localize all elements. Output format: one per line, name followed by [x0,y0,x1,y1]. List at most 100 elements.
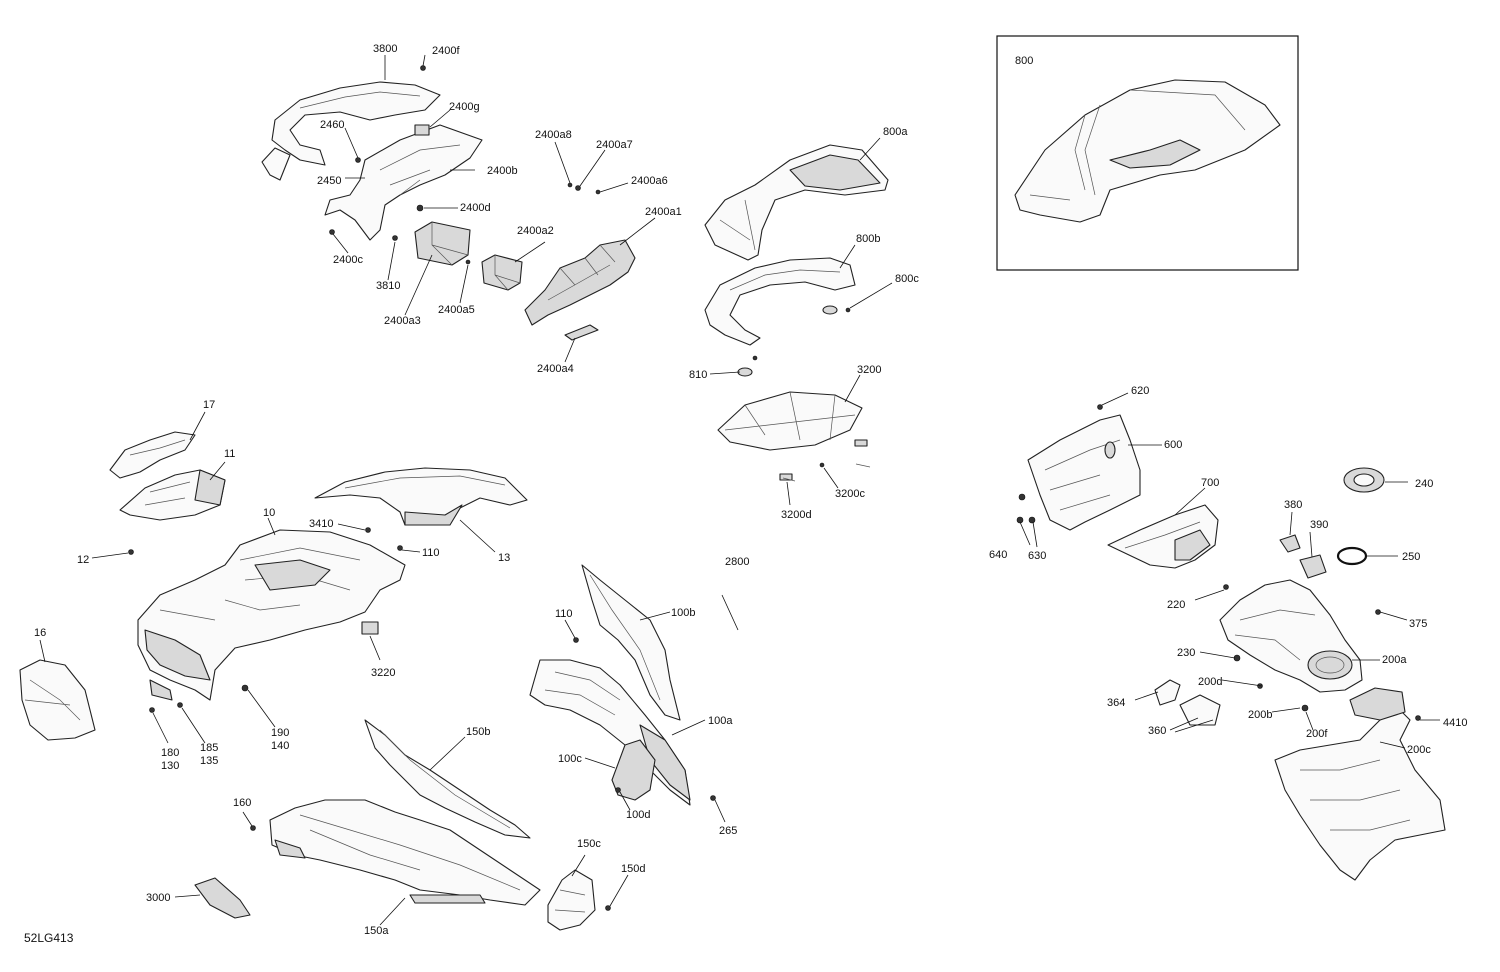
callout-2400a5: 2400a5 [438,304,475,316]
callout-135: 135 [200,755,218,767]
callout-220: 220 [1167,599,1185,611]
callout-200b: 200b [1248,709,1272,721]
document-id: 52LG413 [24,931,74,945]
callout-190: 190 [271,727,289,739]
callout-2450: 2450 [317,175,341,187]
callout-380: 380 [1284,499,1302,511]
callout-360: 360 [1148,725,1166,737]
part-10 [137,529,406,701]
callout-3200d: 3200d [781,509,812,521]
callout-13: 13 [498,552,510,564]
callout-3800: 3800 [373,43,397,55]
part-13 [314,467,528,526]
part-800b [704,257,856,377]
callout-265: 265 [719,825,737,837]
callout-2400d: 2400d [460,202,491,214]
callout-2400a4: 2400a4 [537,363,574,375]
part-3200 [717,391,868,481]
callout-labels: 3800 2400f 2400g 2460 2400b 2450 2400d 2… [34,43,1467,937]
callout-100a: 100a [708,715,733,727]
callout-200c: 200c [1407,744,1431,756]
callout-3410: 3410 [309,518,333,530]
part-2400b [324,124,483,241]
part-800a [704,144,889,261]
callout-10: 10 [263,507,275,519]
callout-800c: 800c [895,273,919,285]
part-364 [1154,679,1181,706]
callout-100b: 100b [671,607,695,619]
callout-390: 390 [1310,519,1328,531]
part-360 [1179,694,1221,726]
part-150a [269,799,541,906]
callout-630: 630 [1028,550,1046,562]
callout-150b: 150b [466,726,490,738]
leader-lines [39,54,1440,926]
callout-700: 700 [1201,477,1219,489]
callout-364: 364 [1107,697,1125,709]
callout-2460: 2460 [320,119,344,131]
callout-2400a3: 2400a3 [384,315,421,327]
callout-150c: 150c [577,838,601,850]
callout-3200: 3200 [857,364,881,376]
callout-2400c: 2400c [333,254,363,266]
callout-2800: 2800 [725,556,749,568]
callout-230: 230 [1177,647,1195,659]
callout-16: 16 [34,627,46,639]
part-100c [611,739,656,801]
callout-4410: 4410 [1443,717,1467,729]
part-150c [547,869,596,931]
part-390 [1299,554,1327,579]
callout-2400a6: 2400a6 [631,175,668,187]
callout-375: 375 [1409,618,1427,630]
part-2400a2 [481,254,523,291]
callout-810: 810 [689,369,707,381]
part-200c [1274,687,1446,881]
callout-3200c: 3200c [835,488,865,500]
part-2400a3 [414,221,471,266]
part-11 [119,469,226,521]
callout-640: 640 [989,549,1007,561]
callout-100d: 100d [626,809,650,821]
callout-140: 140 [271,740,289,752]
part-3800 [261,81,441,181]
callout-2400a1: 2400a1 [645,206,682,218]
callout-620: 620 [1131,385,1149,397]
callout-2400a7: 2400a7 [596,139,633,151]
callout-2400g: 2400g [449,101,480,113]
callout-110-b: 110 [555,608,573,620]
part-250 [1336,546,1368,566]
callout-800a: 800a [883,126,908,138]
callout-2400b: 2400b [487,165,518,177]
callout-240: 240 [1415,478,1433,490]
part-380 [1279,534,1301,553]
callout-100c: 100c [558,753,582,765]
hardware [128,65,1421,911]
callout-180: 180 [161,747,179,759]
part-2400a4 [564,324,599,341]
callout-110-a: 110 [422,547,440,559]
callout-150d: 150d [621,863,645,875]
part-16 [19,659,96,741]
callout-130: 130 [161,760,179,772]
callout-600: 600 [1164,439,1182,451]
part-2400a1 [524,239,636,326]
callout-3220: 3220 [371,667,395,679]
callout-12: 12 [77,554,89,566]
callout-2400a2: 2400a2 [517,225,554,237]
callout-150a: 150a [364,925,389,937]
callout-2400a8: 2400a8 [535,129,572,141]
part-240 [1343,467,1385,493]
callout-3810: 3810 [376,280,400,292]
inset-box-800 [996,35,1299,271]
callout-2400f: 2400f [432,45,460,57]
callout-185: 185 [200,742,218,754]
part-100b [581,564,681,721]
callout-200f: 200f [1306,728,1328,740]
callout-250: 250 [1402,551,1420,563]
callout-200a: 200a [1382,654,1407,666]
callout-11: 11 [224,448,235,460]
callout-800b: 800b [856,233,880,245]
part-700 [1107,504,1219,569]
part-3000 [194,877,251,919]
